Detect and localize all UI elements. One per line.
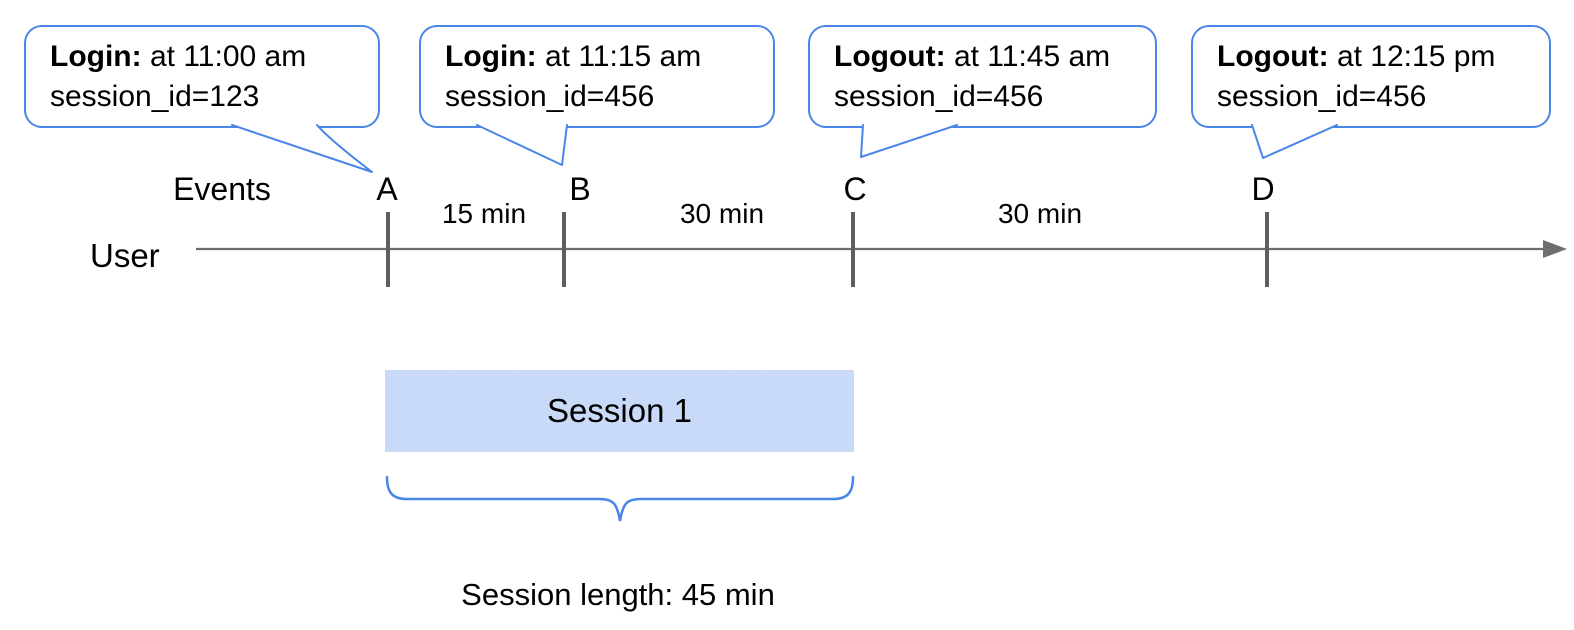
callout-event-time: at 11:15 am [544, 40, 702, 73]
event-mark-a: A [376, 171, 398, 207]
callout-event-time: at 12:15 pm [1336, 40, 1496, 73]
callout-tail-c [860, 124, 958, 158]
user-axis-label: User [90, 237, 160, 274]
callout-line1: Login: at 11:00 am [50, 37, 354, 77]
callout-session-id: session_id=456 [445, 80, 655, 113]
session-1-label: Session 1 [547, 392, 692, 429]
callout-event-type: Logout: [834, 40, 946, 73]
callout-event-type: Login: [445, 40, 537, 73]
timeline-arrowhead-icon [1543, 240, 1567, 258]
callout-session-id: session_id=123 [50, 80, 260, 113]
session-length-caption: Session length: 45 min [461, 577, 775, 612]
session-length-brace [385, 475, 855, 522]
event-mark-c: C [843, 171, 867, 207]
callout-event-time: at 11:00 am [149, 40, 307, 73]
callout-line1: Logout: at 11:45 am [834, 37, 1131, 77]
event-mark-b: B [569, 171, 591, 207]
session-1-box: Session 1 [385, 370, 854, 452]
callout-line1: Logout: at 12:15 pm [1217, 37, 1525, 77]
callout-session-id: session_id=456 [834, 80, 1044, 113]
event-mark-d: D [1251, 171, 1275, 207]
callout-tail-a [231, 124, 373, 173]
callout-event-time: at 11:45 am [953, 40, 1111, 73]
callout-logout-event-c: Logout: at 11:45 am session_id=456 [808, 25, 1157, 128]
callout-tail-d [1251, 124, 1338, 159]
callout-session-id: session_id=456 [1217, 80, 1427, 113]
callout-tail-b [476, 124, 568, 166]
callout-line1: Login: at 11:15 am [445, 37, 749, 77]
callout-logout-event-d: Logout: at 12:15 pm session_id=456 [1191, 25, 1551, 128]
callout-login-event-a: Login: at 11:00 am session_id=123 [24, 25, 380, 128]
callout-event-type: Login: [50, 40, 142, 73]
interval-label-c-d: 30 min [997, 198, 1083, 229]
callout-event-type: Logout: [1217, 40, 1329, 73]
events-row-label: Events [173, 171, 271, 207]
interval-label-a-b: 15 min [441, 198, 527, 229]
callout-login-event-b: Login: at 11:15 am session_id=456 [419, 25, 775, 128]
interval-label-b-c: 30 min [679, 198, 765, 229]
